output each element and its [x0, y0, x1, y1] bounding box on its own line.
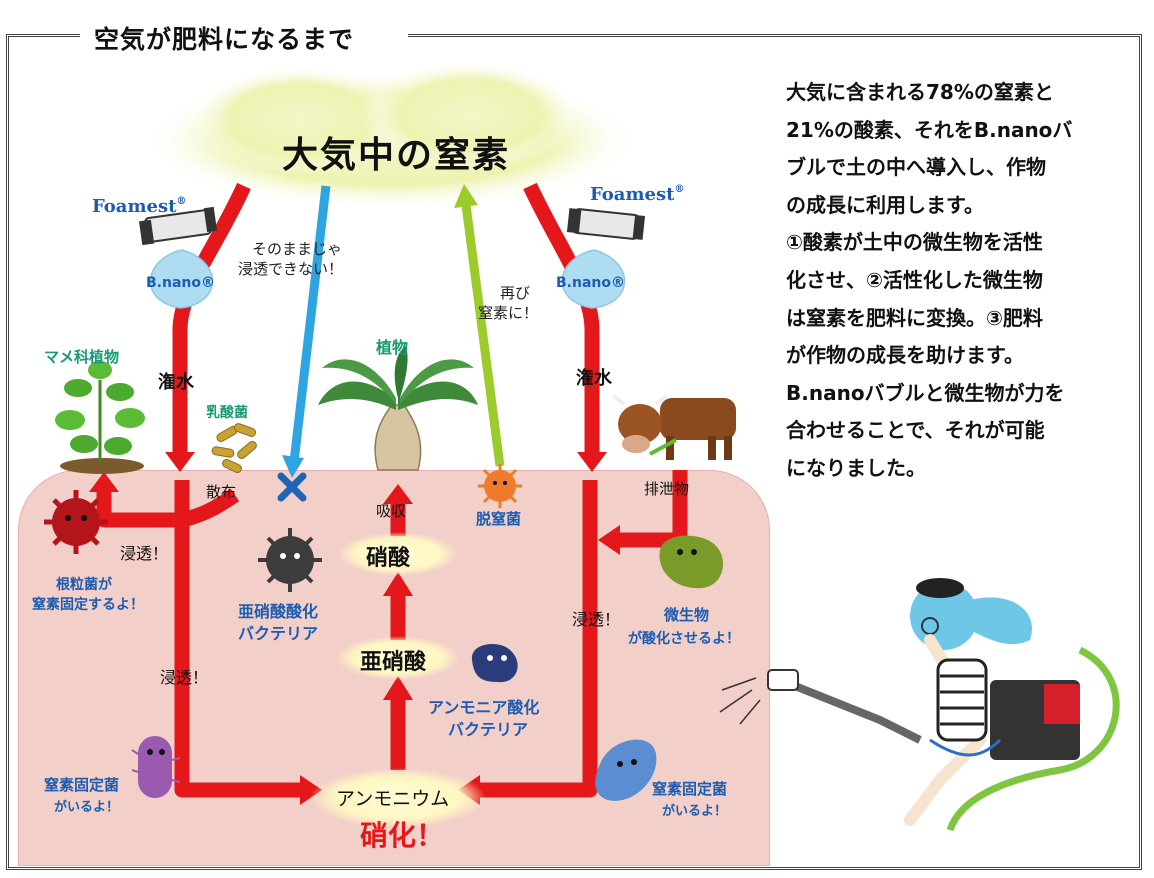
description-line: が作物の成長を助けます。	[786, 343, 1024, 368]
nitrite-bacteria-label-2: バクテリア	[238, 624, 319, 643]
infiltrate-label-1: 浸透！	[120, 544, 169, 563]
title-background	[80, 18, 408, 54]
ammonia-bacteria-label-1: アンモニア酸化	[428, 698, 540, 717]
nitrogen-fixer-purple-icon	[131, 736, 181, 798]
ammonia-bacteria-label-2: バクテリア	[448, 720, 529, 739]
ammonia-bacteria-icon	[471, 644, 518, 683]
description-line: ブルで土の中へ導入し、作物	[786, 155, 1046, 180]
green-arrow	[461, 204, 505, 467]
legume-plant-icon	[55, 361, 145, 474]
foamest-logo-left: Foamest®	[92, 196, 187, 217]
microbe-label-1: 微生物	[664, 606, 710, 624]
fixer-left-label-2: がいるよ！	[54, 800, 120, 815]
kansui-label-right: 潅水	[576, 368, 612, 389]
stage-nitrification: 硝化！	[360, 819, 445, 852]
kyushu-label: 吸収	[376, 502, 407, 520]
palm-plant-icon	[318, 346, 478, 471]
lactic-label: 乳酸菌	[206, 405, 248, 421]
root-branch-arrow	[96, 490, 182, 528]
left-filter-icon	[138, 206, 218, 246]
fixer-right-label-2: がいるよ！	[662, 804, 728, 819]
sanpu-label: 散布	[206, 483, 237, 501]
microbe-label-2: が酸化させるよ！	[628, 631, 740, 647]
blocked-mark	[277, 472, 307, 502]
again-label-1: 再び	[500, 284, 531, 302]
nitrogen-fixer-blue-icon	[595, 739, 657, 801]
description-text: 大気に含まれる78%の窒素と 21%の酸素、それをB.nanoバ ブルで土の中へ…	[786, 74, 1138, 488]
right-filter-icon	[566, 208, 646, 240]
kansui-label-left: 潅水	[158, 372, 194, 393]
left-water-drop	[149, 249, 214, 309]
rhizobia-label-1: 根粒菌が	[56, 577, 112, 593]
description-line: になりました。	[786, 455, 926, 480]
description-line: 合わせることで、それが可能	[786, 418, 1045, 443]
stage-nitrous: 亜硝酸	[360, 650, 427, 675]
description-line: 21%の酸素、それをB.nanoバ	[786, 117, 1073, 142]
nitrite-bacteria-icon	[258, 528, 322, 592]
description-line: の成長に利用します。	[786, 192, 984, 217]
legume-label: マメ科植物	[44, 348, 120, 366]
plant-label: 植物	[376, 338, 409, 357]
rhizobia-icon	[44, 490, 108, 554]
diagram-frame	[6, 34, 1142, 870]
description-line: は窒素を肥料に変換。③肥料	[786, 305, 1043, 330]
description-line: B.nanoバブルと微生物が力を	[786, 380, 1065, 405]
excretion-label: 排泄物	[644, 480, 690, 498]
cannot-label-1: そのままじゃ	[252, 240, 343, 258]
microbe-green-icon	[659, 535, 724, 589]
right-infiltration-arrow	[480, 480, 598, 798]
rhizobia-label-2: 窒素固定するよ！	[32, 597, 144, 613]
denitrifier-icon	[478, 464, 522, 508]
nitrite-bacteria-label-1: 亜硝酸酸化	[238, 602, 319, 621]
bnano-label-right: B.nano®	[556, 275, 625, 291]
cow-icon	[612, 394, 736, 460]
scatter-branch-arrow	[180, 488, 240, 528]
sky-label: 大気中の窒素	[282, 135, 511, 176]
fixer-left-label-1: 窒素固定菌	[44, 776, 120, 794]
description-line: ①酸素が土中の微生物を活性	[786, 230, 1043, 255]
foamest-logo-right: Foamest®	[590, 184, 685, 205]
cloud-shape	[140, 60, 640, 210]
girl-spraying-icon	[719, 578, 1120, 832]
right-water-drop	[561, 249, 626, 309]
blue-arrow	[289, 185, 331, 463]
bnano-label-left: B.nano®	[146, 275, 215, 291]
left-infiltration-arrow	[174, 480, 300, 798]
stage-ammonium: アンモニウム	[336, 788, 450, 810]
cannot-label-2: 浸透できない！	[238, 260, 344, 278]
denitrifier-label: 脱窒菌	[476, 510, 522, 528]
description-line: 大気に含まれる78%の窒素と	[786, 80, 1054, 104]
infiltrate-label-3: 浸透！	[572, 610, 621, 629]
description-line: 化させ、②活性化した微生物	[786, 267, 1043, 292]
again-label-2: 窒素に！	[478, 304, 539, 322]
fixer-right-label-1: 窒素固定菌	[652, 780, 728, 798]
lactic-bacteria-icon	[211, 423, 257, 474]
page-title: 空気が肥料になるまで	[94, 25, 355, 54]
stage-nitric: 硝酸	[366, 546, 411, 571]
infiltrate-label-2: 浸透！	[160, 668, 209, 687]
